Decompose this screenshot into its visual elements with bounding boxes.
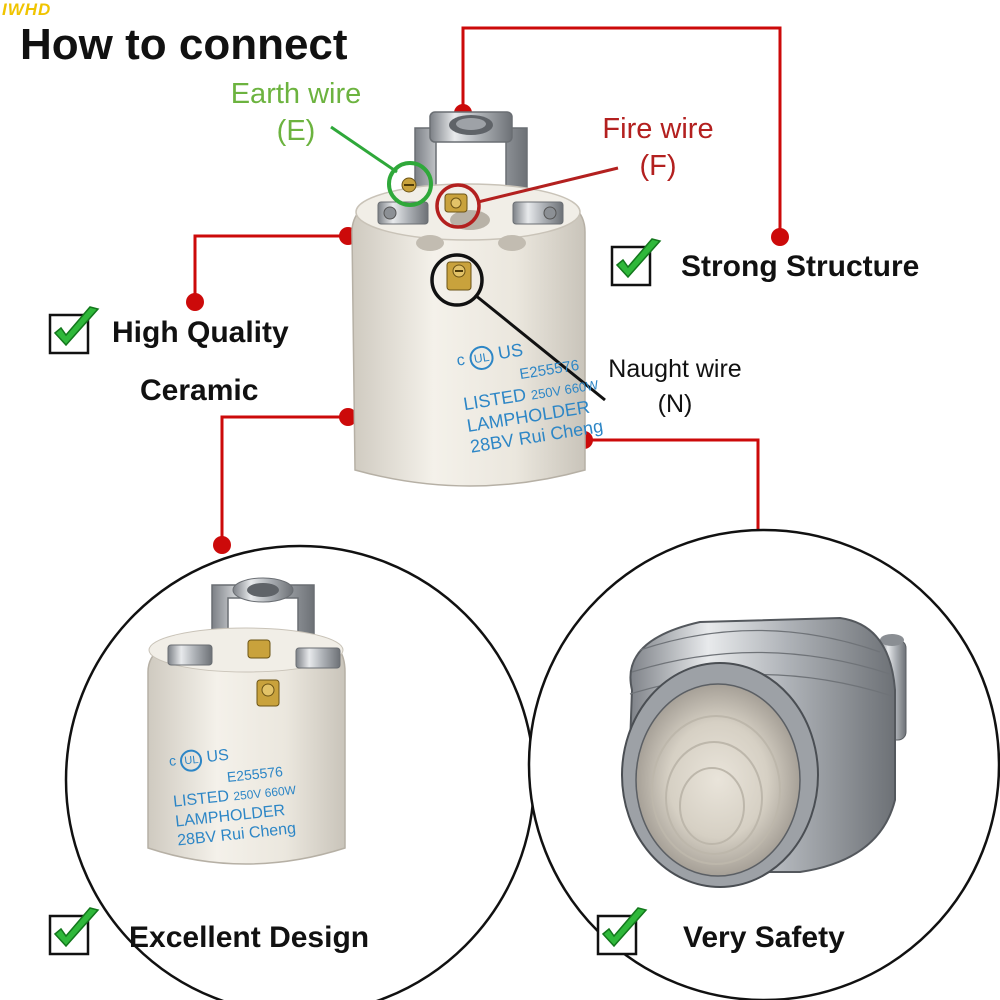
check-icon-quality (48, 306, 100, 355)
dot-design-bottom (213, 536, 231, 554)
connector-quality (193, 234, 348, 300)
dot-quality-bottom (186, 293, 204, 311)
naught-wire-name: Naught wire (608, 355, 742, 383)
feature-very-safety: Very Safety (683, 921, 845, 954)
detail-holder-print: c UL US E255576 LISTED 250V 660W LAMPHOL… (168, 739, 301, 850)
feature-excellent-design: Excellent Design (129, 921, 370, 954)
check-icon-safety (596, 907, 648, 956)
earth-wire-label: Earth wire (E) (221, 78, 371, 148)
dot-strong (771, 228, 789, 246)
page-title: How to connect (20, 20, 348, 69)
detail-print-rating: 250V 660W (232, 782, 297, 804)
earth-pointer (330, 125, 398, 174)
connector-design (220, 415, 348, 545)
fire-callout-ring (435, 183, 481, 229)
earth-wire-code: (E) (276, 115, 316, 147)
print-brand-mark: US (496, 339, 525, 364)
connector-top-strong (461, 26, 782, 237)
fire-pointer (477, 166, 619, 204)
naught-callout-ring (430, 253, 484, 307)
check-icon-design (48, 907, 100, 956)
brand-logo: IWHD (2, 0, 52, 19)
main-lamp-holder (351, 111, 586, 487)
naught-wire-code: (N) (657, 390, 693, 418)
earth-wire-name: Earth wire (230, 78, 362, 110)
naught-terminal (446, 261, 472, 291)
fire-wire-code: (F) (639, 150, 677, 182)
main-holder-print: c UL US E255576 LISTED 250V 660W LAMPHOL… (455, 329, 606, 458)
connector-safety (584, 438, 760, 538)
earth-terminal (401, 177, 417, 193)
earth-callout-ring (387, 161, 433, 207)
fire-terminal (444, 193, 468, 213)
check-icon-strong (610, 238, 662, 287)
feature-high-quality: High Quality (112, 316, 289, 349)
fire-wire-name: Fire wire (602, 113, 714, 145)
naught-pointer (474, 293, 606, 402)
detail-circle-metal (527, 528, 1000, 1000)
connector-lines (193, 26, 782, 545)
detail-print-brand-mark: US (205, 746, 230, 766)
fire-wire-label: Fire wire (F) (578, 113, 738, 183)
naught-wire-label: Naught wire (N) (592, 355, 758, 419)
feature-strong-structure: Strong Structure (681, 250, 920, 283)
feature-ceramic: Ceramic (140, 374, 259, 407)
detail-circle-ceramic (64, 544, 536, 1000)
dot-design-top (339, 408, 357, 426)
